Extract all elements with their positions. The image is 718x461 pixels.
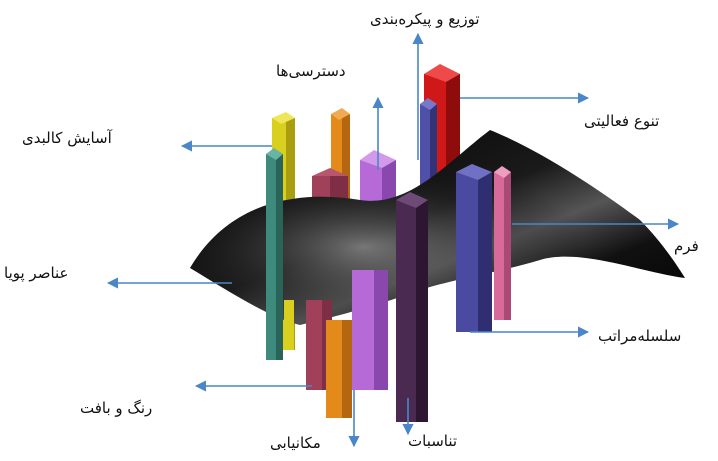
bar-teal (266, 148, 283, 360)
label-rang: رنگ و بافت (80, 399, 153, 417)
label-tanavo: تنوع فعالیتی (584, 112, 660, 130)
bar-pink (494, 166, 511, 320)
label-tanasobat: تناسبات (408, 432, 458, 450)
label-selsele: سلسله‌مراتب (598, 327, 682, 345)
label-dastrasi: دسترسی‌ها (276, 62, 346, 80)
bar-violet-lower (352, 270, 388, 390)
arrows (106, 32, 680, 448)
label-asayesh: آسایش کالبدی (22, 129, 112, 147)
bar-dark-purple (396, 192, 428, 422)
label-anaser: عناصر پویا (4, 264, 69, 282)
bar-orange-lower (326, 320, 352, 418)
bars-front (266, 148, 511, 422)
bar-indigo-wide (456, 164, 492, 332)
label-form: فرم (674, 237, 699, 255)
label-tozi: توزیع و پیکره‌بندی (370, 10, 480, 28)
bar-yellow-lower (284, 300, 294, 350)
form-surface (190, 130, 685, 325)
label-mekanyabi: مکانیابی (270, 434, 321, 452)
